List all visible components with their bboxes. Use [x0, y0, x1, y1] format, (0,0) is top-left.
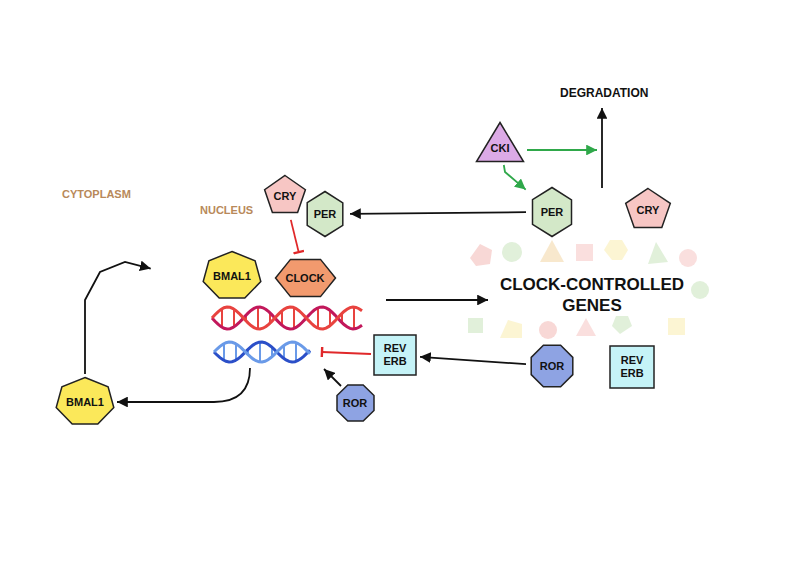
dna-rung	[347, 309, 349, 328]
reverb-protein: REV ERB	[609, 345, 655, 389]
dna-strand	[214, 342, 310, 362]
inhibition-connector	[291, 220, 299, 252]
dna-rung	[223, 344, 225, 361]
cry-protein: CRY	[623, 187, 673, 233]
dna-helix-blue	[214, 342, 310, 362]
nucleus-region-shape	[150, 182, 382, 414]
process-label: DEGRADATION	[560, 86, 648, 100]
export-arrow	[117, 368, 250, 402]
dna-rung	[251, 310, 253, 327]
protein-name: CRY	[637, 204, 660, 217]
dna-strand	[212, 307, 362, 329]
protein-name: CKI	[491, 142, 510, 155]
dna-rung	[295, 343, 297, 362]
dna-rung	[263, 308, 265, 327]
protein-name: ROR	[540, 360, 564, 373]
protein-name: CLOCK	[285, 272, 324, 285]
ror-protein: ROR	[528, 342, 576, 390]
protein-name: CRY	[274, 190, 297, 203]
protein-name: BMAL1	[66, 396, 104, 409]
dna-rung	[289, 342, 291, 361]
cki-degradation-arrow	[527, 149, 597, 151]
dna-rung	[257, 307, 259, 329]
degradation-arrow	[601, 108, 603, 188]
dna-rung	[259, 342, 261, 362]
cry-protein: CRY	[262, 174, 308, 218]
nucleus-region: NUCLEUSCRYPERBMAL1CLOCKREV ERBROR	[150, 182, 382, 414]
arrow-connector	[504, 165, 526, 190]
dna-helix-red	[212, 307, 362, 329]
per-protein: PER	[528, 186, 576, 238]
output-label: CLOCK-CONTROLLED GENES	[492, 274, 692, 317]
protein-name: REV ERB	[617, 354, 647, 379]
protein-name: BMAL1	[213, 270, 251, 283]
dna-strand	[212, 307, 362, 329]
dna-strand	[214, 342, 310, 362]
gene-products	[468, 240, 709, 339]
genes-arrow	[386, 299, 488, 301]
arrow-connector	[350, 212, 526, 214]
dna-rung	[323, 307, 325, 329]
dna-rung	[287, 307, 289, 328]
dna-rung	[229, 342, 231, 362]
dna-rung	[227, 307, 229, 329]
clock-protein: CLOCK	[274, 255, 337, 301]
protein-name: PER	[314, 208, 337, 221]
region-label: NUCLEUS	[200, 204, 253, 216]
dna-rung	[317, 308, 319, 328]
protein-name: REV ERB	[380, 342, 410, 367]
cki-kinase: CKI	[475, 121, 525, 163]
per-protein: PER	[303, 190, 347, 238]
dna-rung	[233, 309, 235, 327]
protein-name: PER	[541, 206, 564, 219]
dna-rung	[353, 307, 355, 329]
bmal1-protein: BMAL1	[54, 376, 116, 428]
dna-rung	[265, 343, 267, 361]
inhibition-line	[322, 352, 371, 354]
dna-rung	[235, 344, 237, 360]
region-label: CYTOPLASM	[62, 188, 131, 200]
dna-rung	[221, 309, 223, 328]
dna-rung	[293, 308, 295, 329]
arrow-connector	[420, 357, 526, 364]
bmal1-protein: BMAL1	[201, 250, 263, 302]
reverb-protein: REV ERB	[373, 334, 417, 376]
dna-rung	[359, 309, 361, 326]
arrow-connector	[85, 262, 151, 374]
protein-name: ROR	[343, 397, 367, 410]
ror-protein: ROR	[334, 382, 377, 424]
activation-arrow	[324, 369, 341, 386]
